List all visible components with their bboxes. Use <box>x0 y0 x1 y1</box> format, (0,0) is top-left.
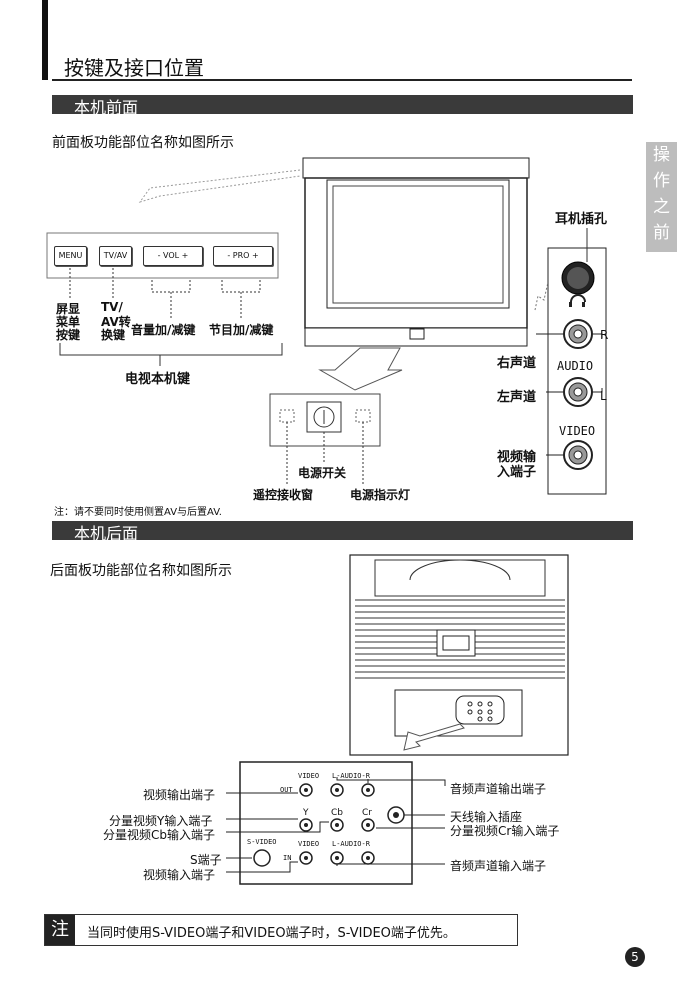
label-tvav-3: 换键 <box>101 328 126 342</box>
section-band-rear: 本机后面 <box>52 521 633 543</box>
label-menu-1: 屏显 <box>56 302 81 316</box>
callout-video-in: 视频输入端子 <box>143 868 216 882</box>
note-text: 当同时使用S-VIDEO端子和VIDEO端子时，S-VIDEO端子优先。 <box>87 926 456 941</box>
label-pro: 节目加/减键 <box>209 323 274 337</box>
label-headphone: 耳机插孔 <box>555 212 608 227</box>
label-vol: 音量加/减键 <box>131 323 196 337</box>
label-remote: 遥控接收窗 <box>253 488 314 502</box>
side-tab-char: 前 <box>653 223 670 243</box>
program-key[interactable]: - PRO + <box>213 246 273 266</box>
callout-audio-out: 音频声道输出端子 <box>450 782 547 796</box>
label-r: R <box>600 328 609 342</box>
callout-video-out: 视频输出端子 <box>143 788 216 802</box>
callout-cr-in: 分量视频Cr输入端子 <box>450 824 560 838</box>
note-mark: 注 <box>45 915 75 945</box>
panel-video-bottom: VIDEO <box>298 840 320 848</box>
label-audio: AUDIO <box>557 359 594 373</box>
tv-av-key[interactable]: TV/AV <box>99 246 132 266</box>
label-menu-3: 按键 <box>56 328 81 342</box>
footer-note: 注 当同时使用S-VIDEO端子和VIDEO端子时，S-VIDEO端子优先。 <box>44 914 518 946</box>
volume-key[interactable]: - VOL + <box>143 246 203 266</box>
callout-audio-in: 音频声道输入端子 <box>450 859 547 873</box>
panel-audio-top: L-AUDIO-R <box>332 772 370 780</box>
panel-audio-bottom: L-AUDIO-R <box>332 840 370 848</box>
label-right-channel: 右声道 <box>497 356 537 371</box>
label-video: VIDEO <box>559 424 596 438</box>
label-video-in-2: 入端子 <box>497 465 537 480</box>
callout-s-term: S端子 <box>190 853 222 867</box>
section-title: 本机后面 <box>74 524 139 543</box>
label-menu-2: 菜单 <box>56 315 81 329</box>
section-band-front: 本机前面 <box>52 95 633 117</box>
panel-in: IN <box>283 854 292 862</box>
page-title: 按键及接口位置 <box>64 56 204 80</box>
front-note: 注：请不要同时使用侧置AV与后置AV. <box>54 507 222 518</box>
label-tvav-2: AV转 <box>101 315 131 329</box>
panel-cb: Cb <box>331 808 343 818</box>
title-underline <box>52 79 632 81</box>
side-tab: 操 作 之 前 <box>646 142 677 252</box>
page-number: 5 <box>625 947 645 967</box>
panel-video-top: VIDEO <box>298 772 320 780</box>
callout-antenna: 天线输入插座 <box>450 810 523 824</box>
callout-cb-in: 分量视频Cb输入端子 <box>103 828 215 842</box>
callout-y-in: 分量视频Y输入端子 <box>109 814 213 828</box>
label-l: L <box>600 389 607 403</box>
menu-key[interactable]: MENU <box>54 246 87 266</box>
panel-cr: Cr <box>362 808 372 818</box>
label-power: 电源开关 <box>298 466 347 480</box>
header-bar <box>42 0 48 80</box>
panel-y: Y <box>303 808 309 818</box>
side-tab-char: 之 <box>653 197 670 217</box>
label-keys-group: 电视本机键 <box>125 372 191 387</box>
label-video-in-1: 视频输 <box>497 450 537 465</box>
front-intro: 前面板功能部位名称如图所示 <box>52 135 234 151</box>
panel-svideo: S-VIDEO <box>247 838 277 846</box>
rear-intro: 后面板功能部位名称如图所示 <box>50 563 232 579</box>
label-tvav-1: TV/ <box>101 300 123 314</box>
label-indicator: 电源指示灯 <box>350 488 411 502</box>
label-left-channel: 左声道 <box>497 390 537 405</box>
side-tab-char: 作 <box>653 171 670 191</box>
section-title: 本机前面 <box>74 98 139 117</box>
side-tab-char: 操 <box>653 145 670 165</box>
panel-out: OUT <box>280 786 293 794</box>
